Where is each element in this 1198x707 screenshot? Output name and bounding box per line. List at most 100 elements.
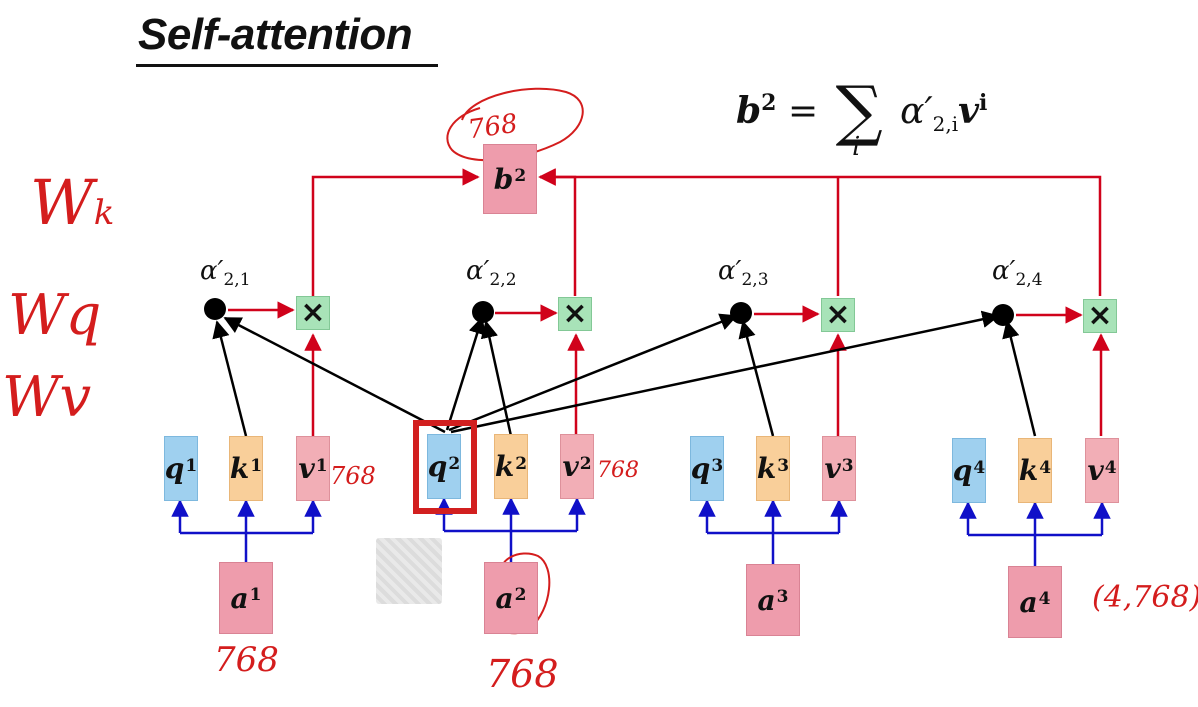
k3-to-alpha3 [738,320,775,437]
value-symbol: v [298,452,315,485]
value-sup: 3 [841,455,854,476]
query-sup: 3 [711,455,724,476]
input-sup: 4 [1038,589,1051,609]
formula-alpha: α′ [900,91,933,132]
alpha-sub: 2,2 [489,270,517,291]
attention-score-dot-1 [204,298,226,320]
query-q2-highlight [413,420,477,514]
attention-score-dot-4 [992,304,1014,326]
query-sup: 4 [973,457,986,478]
alpha-sub: 2,4 [1015,270,1043,291]
multiply-box-4: × [1083,299,1117,333]
value-symbol: v [562,450,579,483]
handwritten-wq: Wq [8,283,102,348]
alpha-label-4: α′2,4 [992,256,1043,290]
multiply-box-3: × [821,298,855,332]
value-sup: 4 [1104,457,1117,478]
screenshot-tool-button[interactable] [376,538,442,604]
attention-score-dot-2 [472,301,494,323]
formula-rhs: v [958,90,980,132]
sum-lines [311,168,1102,296]
formula-lhs: b [736,90,762,132]
k4-to-alpha4 [1002,320,1037,437]
input-sup: 2 [514,585,527,605]
key-symbol: k [1018,454,1039,487]
weighting-arrows [228,301,1110,436]
handwritten-wk-letter: W [30,166,94,239]
q2-to-alpha4 [450,310,1000,434]
formula-alpha-sub: 2,i [932,112,959,137]
alpha-label-1: α′2,1 [200,256,251,290]
handwritten-dim-a1: 768 [214,640,279,680]
q2-to-alpha2 [445,316,486,431]
query-symbol: q [427,450,448,483]
k2-to-alpha2 [480,320,513,437]
alpha-label-3: α′2,3 [718,256,769,290]
input-sup: 3 [776,587,789,607]
key-sup: 3 [777,455,790,476]
alpha-symbol: α′ [200,256,224,286]
alpha-sub: 2,1 [223,270,251,291]
score-arrows [212,310,1037,437]
handwritten-dim-a2: 768 [486,652,559,696]
multiply-box-1: × [296,296,330,330]
sum-line-2 [538,168,577,296]
input-symbol: a [1019,585,1038,619]
q2-to-alpha3 [448,313,738,432]
formula-rhs-sup: i [979,90,988,116]
attention-score-dot-3 [730,302,752,324]
handwritten-shape-a4: (4,768) [1092,580,1198,615]
query-symbol: q [164,452,185,485]
value-sup: 1 [315,455,328,476]
key-sup: 4 [1039,457,1052,478]
formula-sigma: ∑ [835,72,883,149]
handwritten-wk: Wk [30,172,114,234]
value-symbol: v [824,452,841,485]
input-symbol: a [230,581,249,615]
b2-circle [446,87,584,162]
key-symbol: k [494,450,515,483]
query-sup: 1 [185,455,198,476]
handwritten-dim-v2: 768 [597,458,639,483]
query-symbol: q [690,452,711,485]
key-symbol: k [756,452,777,485]
k1-to-alpha1 [212,320,248,437]
formula-sum-index: i [852,132,861,162]
multiply-box-2: × [558,297,592,331]
input-sup: 1 [249,585,262,605]
summation-formula: b2 = ∑ α′2,ivi [736,62,988,149]
title-underline [136,64,438,67]
value-sup: 2 [579,453,592,474]
q2-to-alpha1 [223,316,446,434]
output-box-sup: 2 [514,166,527,186]
input-symbol: a [495,581,514,615]
alpha-label-2: α′2,2 [466,256,517,290]
formula-lhs-sup: 2 [761,90,777,116]
sum-line-1 [311,168,480,296]
query-sup: 2 [448,453,461,474]
input-symbol: a [757,583,776,617]
handwritten-dim-v1: 768 [330,462,376,490]
sum-line-4 [538,168,1102,296]
alpha-sub: 2,3 [741,270,769,291]
alpha-symbol: α′ [718,256,742,286]
alpha-symbol: α′ [992,256,1016,286]
alpha-symbol: α′ [466,256,490,286]
handwritten-wv: Wv [2,365,92,430]
